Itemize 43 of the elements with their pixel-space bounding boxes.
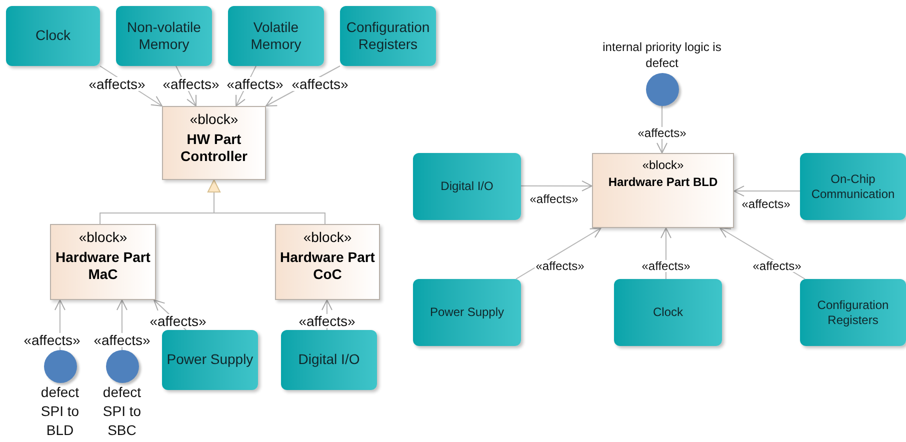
defect-label: internal priority logic is defect — [602, 39, 722, 71]
edge-label: «affects» — [528, 193, 580, 205]
generalization-arrow — [208, 180, 326, 224]
edge-label: «affects» — [534, 260, 586, 272]
edge-label: «affects» — [226, 77, 284, 91]
component-box: Volatile Memory — [228, 6, 324, 66]
block-box — [50, 224, 156, 300]
edge-label: «affects» — [162, 77, 220, 91]
block-name: Hardware Part BLD — [608, 175, 718, 190]
edge-label: «affects» — [88, 77, 146, 91]
edge-label: «affects» — [148, 314, 208, 328]
stereotype-label: «block» — [190, 111, 238, 128]
dependency-arrow — [734, 186, 800, 197]
edge-label: «affects» — [640, 260, 692, 272]
component-box: Clock — [614, 279, 722, 346]
component-box: Clock — [6, 6, 100, 66]
edge-label: «affects» — [752, 260, 802, 272]
block-box — [592, 153, 734, 228]
component-box: Digital I/O — [413, 153, 521, 220]
block-name: HW Part Controller — [180, 130, 248, 166]
stereotype-label: «block» — [78, 229, 128, 246]
component-box: Configuration Registers — [340, 6, 436, 66]
defect-label: defect SPI to SBC — [102, 383, 142, 440]
component-box: Digital I/O — [281, 330, 377, 390]
edge-label: «affects» — [298, 314, 356, 328]
block-name: Hardware Part CoC — [279, 248, 376, 284]
edge-label: «affects» — [740, 198, 792, 210]
block-box — [275, 224, 380, 300]
edge-label: «affects» — [92, 333, 152, 347]
edge-label: «affects» — [290, 77, 350, 91]
edge-label: «affects» — [636, 127, 688, 139]
component-box: Configuration Registers — [800, 279, 906, 346]
stereotype-label: «block» — [642, 158, 684, 173]
component-box: On-Chip Communication — [800, 153, 906, 220]
block-name: Hardware Part MaC — [54, 248, 152, 284]
component-box: Non-volatile Memory — [116, 6, 212, 66]
edge-label: «affects» — [22, 333, 82, 347]
block-box — [162, 106, 266, 180]
dependency-arrow — [520, 180, 592, 192]
stereotype-label: «block» — [303, 229, 352, 246]
component-box: Power Supply — [413, 279, 521, 346]
component-box: Power Supply — [162, 330, 258, 390]
defect-label: defect SPI to BLD — [40, 383, 80, 440]
